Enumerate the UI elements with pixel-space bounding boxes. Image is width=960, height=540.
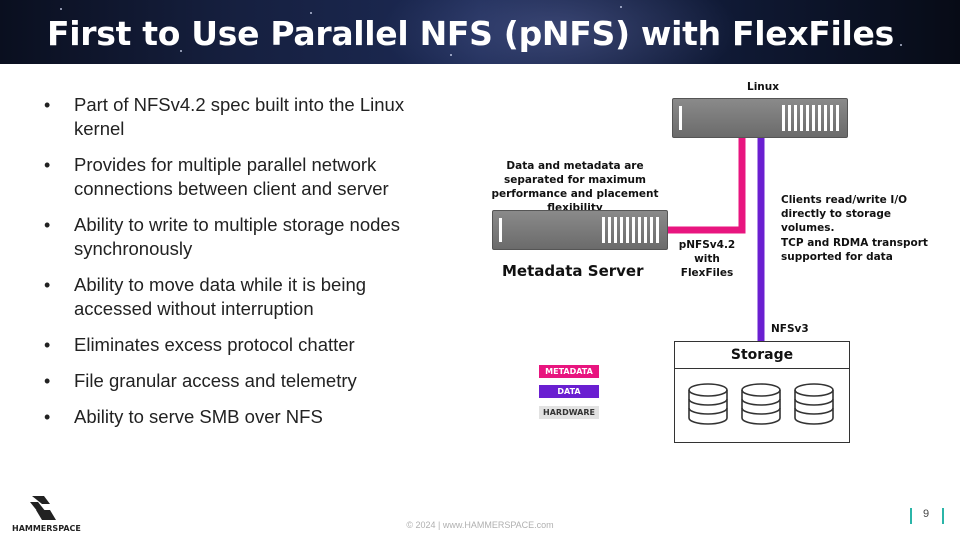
logo-mark (30, 496, 56, 520)
storage-label: Storage (730, 347, 794, 363)
bullet-item: Ability to write to multiple storage nod… (42, 213, 422, 261)
title-bar: First to Use Parallel NFS (pNFS) with Fl… (0, 0, 960, 64)
transport-note: TCP and RDMA transport supported for dat… (781, 237, 928, 263)
database-icon (794, 383, 834, 425)
vent-grille (782, 105, 839, 131)
database-icon (688, 383, 728, 425)
legend-hardware: HARDWARE (539, 406, 599, 419)
bullet-item: Eliminates excess protocol chatter (42, 333, 422, 357)
star (450, 54, 452, 56)
star (60, 8, 62, 10)
bullet-item: Ability to serve SMB over NFS (42, 405, 422, 429)
legend-data: DATA (539, 385, 599, 398)
star (620, 6, 622, 8)
logo-text: HAMMERSPACE (12, 524, 81, 533)
metadata-server (492, 210, 668, 250)
star (820, 20, 822, 22)
star (180, 50, 182, 52)
clients-note: Clients read/write I/O directly to stora… (781, 194, 908, 234)
bullet-list: Part of NFSv4.2 spec built into the Linu… (42, 93, 422, 441)
nebula-glow (380, 0, 740, 64)
star (900, 44, 902, 46)
storage-box: Storage (674, 341, 850, 443)
storage-divider (675, 368, 849, 369)
star (700, 48, 702, 50)
star (310, 12, 312, 14)
bullet-item: Ability to move data while it is being a… (42, 273, 422, 321)
bullet-item: Part of NFSv4.2 spec built into the Linu… (42, 93, 422, 141)
slide-title: First to Use Parallel NFS (pNFS) with Fl… (47, 14, 894, 53)
pnfs-flexfiles-label: pNFSv4.2 with FlexFiles (678, 239, 736, 279)
hammerspace-logo: HAMMERSPACE (12, 492, 81, 536)
drive-slot (679, 106, 682, 130)
bullet-item: Provides for multiple parallel network c… (42, 153, 422, 201)
database-icon (741, 383, 781, 425)
nfsv3-label: NFSv3 (771, 323, 809, 335)
metadata-path-line (668, 136, 746, 234)
footer-copyright: © 2024 | www.HAMMERSPACE.com (406, 520, 554, 530)
vent-grille (602, 217, 659, 243)
metadata-separation-note: Data and metadata are separated for maxi… (491, 160, 659, 214)
pnfs-diagram: Linux Data and metadata are separated fo… (470, 70, 950, 450)
page-number: 9 (910, 508, 944, 524)
legend-metadata: METADATA (539, 365, 599, 378)
connection-lines (668, 136, 765, 342)
linux-label: Linux (747, 81, 780, 93)
disk-stacks (688, 383, 834, 425)
linux-server (672, 98, 848, 138)
bullet-item: File granular access and telemetry (42, 369, 422, 393)
metadata-server-label: Metadata Server (502, 262, 644, 280)
page-number-text: 9 (922, 508, 930, 520)
drive-slot (499, 218, 502, 242)
